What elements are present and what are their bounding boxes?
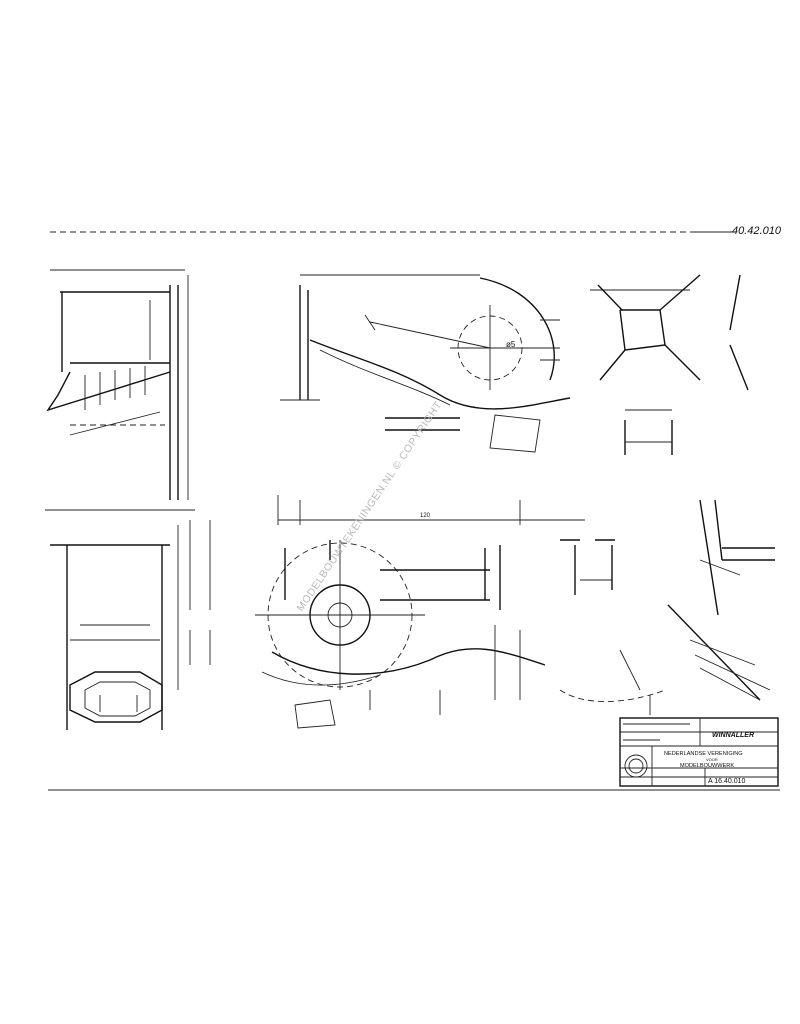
title-block [619, 717, 779, 787]
copyright-watermark: MODELBOUWTEKENINGEN.NL © COPYRIGHT [295, 399, 445, 613]
dimension-line-middle [277, 495, 585, 525]
project-name: WINNALLER [712, 732, 754, 739]
arm-detail-lower-right [559, 499, 775, 715]
gear-assembly-lower-middle [255, 540, 546, 729]
society-name-line3: MODELBOUWWERK [680, 763, 734, 769]
side-view-upper-left [46, 269, 189, 500]
society-seal-icon [624, 754, 648, 778]
shaft-diameter-label: ø5 [506, 340, 516, 349]
drawing-number: 40.42.010 [732, 225, 782, 237]
society-name-line2: VOOR [706, 757, 718, 762]
front-view-lower-left [45, 509, 211, 730]
sheet-reference: A 16.40.010 [708, 778, 745, 785]
plan-view-upper-middle [280, 274, 571, 453]
bracket-detail-upper-right [590, 274, 749, 455]
dimension-label: 120 [420, 513, 431, 519]
society-name-line1: NEDERLANDSE VERENIGING [664, 751, 743, 757]
